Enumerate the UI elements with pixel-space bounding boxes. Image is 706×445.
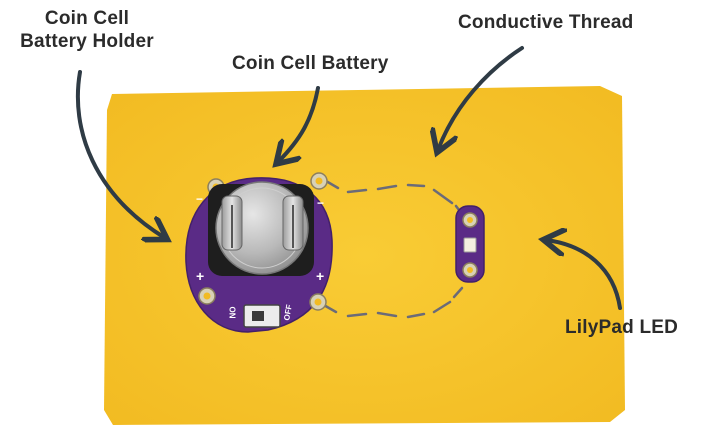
label-conductive-thread: Conductive Thread xyxy=(458,12,634,33)
arrow-to-led xyxy=(546,240,622,310)
switch-label-on: ON xyxy=(227,306,237,319)
label-coin-cell-battery-holder: Coin Cell Battery Holder xyxy=(12,7,162,53)
lilypad-led xyxy=(455,205,485,283)
label-coin-cell-battery: Coin Cell Battery xyxy=(232,53,389,74)
conductive-thread xyxy=(320,179,464,319)
silkscreen-minus-left: − xyxy=(196,192,204,206)
silkscreen-plus-left: + xyxy=(196,268,205,284)
silkscreen-plus-right: + xyxy=(316,268,325,284)
arrow-to-thread xyxy=(438,46,524,150)
label-lilypad-led: LilyPad LED xyxy=(565,317,679,338)
arrow-to-battery xyxy=(278,86,320,162)
label-holder-line2: Battery Holder xyxy=(20,31,154,52)
coin-cell-battery-holder xyxy=(185,172,333,333)
arrow-to-holder xyxy=(75,70,165,238)
felt-fabric xyxy=(104,86,625,425)
led-chip xyxy=(463,237,477,253)
label-holder-line1: Coin Cell xyxy=(44,8,130,29)
silkscreen-minus-right: − xyxy=(317,196,325,210)
